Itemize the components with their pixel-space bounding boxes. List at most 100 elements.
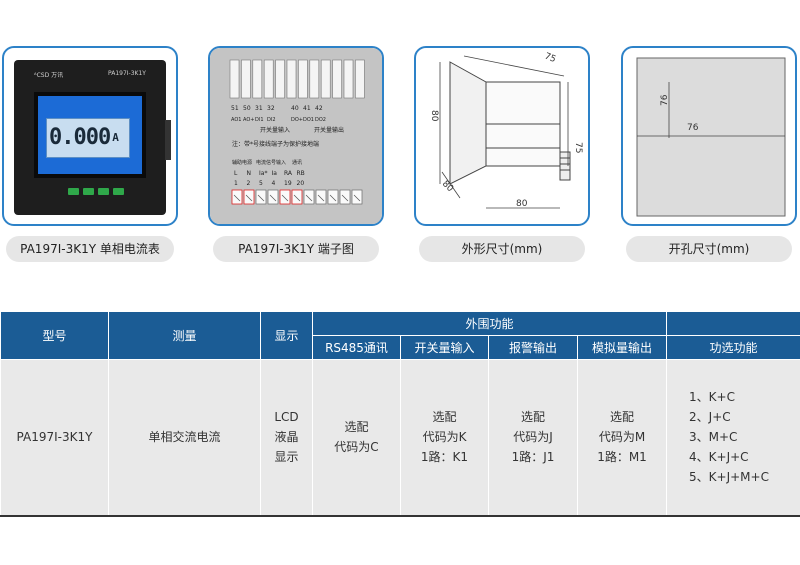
bottom-terminal-number: 19 [284, 180, 292, 187]
top-terminal-number: 42 [315, 105, 323, 112]
top-terminal-signal: DO+ [291, 117, 303, 123]
top-terminal-slot [343, 59, 354, 99]
top-terminal-slot [320, 59, 331, 99]
top-terminal-number: 40 [291, 105, 299, 112]
cell-analog-output: 选配 代码为M 1路：M1 [576, 359, 668, 517]
cell-display-line: LCD [274, 410, 299, 425]
cutout-drawing: 76 76 [636, 57, 786, 217]
spec-table: 型号 测量 显示 外围功能 RS485通讯 开关量输入 报警输出 模拟量输出 功… [0, 311, 800, 517]
screw-terminal [339, 189, 351, 205]
bottom-terminal-signal: L [234, 170, 238, 177]
header-model: 型号 [0, 311, 109, 360]
cell-optional-line: 5、K+J+M+C [689, 470, 769, 485]
header-alarm-output: 报警输出 [488, 335, 578, 360]
screw-terminal [303, 189, 315, 205]
top-terminal-signal: DI1 [255, 117, 264, 123]
screw-slot [245, 194, 253, 202]
top-terminal-slot [252, 59, 263, 99]
screw-terminal [255, 189, 267, 205]
cell-alarm-output-line: 代码为J [513, 430, 553, 445]
bottom-terminal-number: 1 [234, 180, 238, 187]
cell-alarm-output: 选配 代码为J 1路：J1 [488, 359, 578, 517]
meter-button [113, 188, 124, 195]
top-terminal-slot [355, 59, 365, 99]
cutout-width-label: 76 [687, 123, 699, 133]
terminal-diagram-caption: PA197I-3K1Y 端子图 [213, 236, 379, 262]
top-terminal-slot [286, 59, 297, 99]
header-rs485: RS485通讯 [312, 335, 401, 360]
cell-analog-output-line: 1路：M1 [597, 450, 647, 465]
cutout-height-label: 76 [660, 94, 670, 106]
cell-display-line: 显示 [274, 450, 299, 465]
bottom-terminal-signals: L N Ia* Ia RA RB [234, 170, 305, 177]
cell-switch-input-line: 选配 [432, 410, 457, 425]
lcd-value: 0.000 [49, 125, 111, 150]
cell-display-line: 液晶 [274, 430, 299, 445]
header-measure: 测量 [108, 311, 261, 360]
cell-model: PA197I-3K1Y [0, 359, 109, 517]
cell-analog-output-line: 代码为M [598, 430, 646, 445]
cell-optional-line: 4、K+J+C [689, 450, 749, 465]
top-terminal-signal: DI2 [267, 117, 276, 123]
top-terminal-signal: AO+ [243, 117, 254, 123]
screw-slot [257, 194, 265, 202]
bottom-group-label: 电流信号输入 [256, 159, 286, 166]
bottom-terminal-number: 20 [297, 180, 305, 187]
cell-alarm-output-line: 选配 [520, 410, 545, 425]
top-terminal-slot [332, 59, 342, 99]
bottom-terminal-number: 4 [272, 180, 276, 187]
top-terminal-number: 50 [243, 105, 251, 112]
meter-button [98, 188, 109, 195]
outline-dimensions-caption: 外形尺寸(mm) [419, 236, 585, 262]
cutout-dimensions-caption: 开孔尺寸(mm) [626, 236, 792, 262]
cell-rs485-line: 选配 [344, 420, 369, 435]
meter-buttons [68, 188, 124, 195]
screw-slot [233, 194, 241, 202]
cell-optional-line: 2、J+C [689, 410, 731, 425]
bottom-terminal-signal: Ia [272, 170, 278, 177]
meter-photo-caption: PA197I-3K1Y 单相电流表 [6, 236, 174, 262]
meter-brand-logo: ᴬCSD 万讯 [34, 72, 64, 79]
cell-rs485-line: 代码为C [334, 440, 379, 455]
outline-height-label: 80 [429, 110, 439, 122]
meter-button [83, 188, 94, 195]
screw-terminal [291, 189, 303, 205]
cell-analog-output-line: 选配 [610, 410, 635, 425]
screw-terminal [243, 189, 255, 205]
outline-depth-top-label: 75 [543, 52, 557, 66]
bottom-terminal-number: 2 [247, 180, 251, 187]
bottom-group-labels: 辅助电源电流信号输入通讯 [232, 159, 302, 166]
top-terminal-slot [275, 59, 285, 99]
top-terminal-signal: DO1 [303, 117, 314, 123]
bottom-terminal-signal: Ia* [259, 170, 267, 177]
outline-drawing: 80 75 75 80 80 [429, 52, 583, 209]
screw-terminal [327, 189, 339, 205]
bottom-terminal-signal: RB [297, 170, 305, 177]
lcd-unit: A [112, 131, 119, 144]
cell-optional-line: 3、M+C [689, 430, 738, 445]
bottom-terminal-signal: RA [284, 170, 293, 177]
top-terminal-slot [241, 59, 251, 99]
screw-terminal [267, 189, 279, 205]
top-terminal-slot [229, 59, 240, 99]
cell-rs485: 选配 代码为C [312, 359, 401, 517]
cell-alarm-output-line: 1路：J1 [511, 450, 555, 465]
cell-measure: 单相交流电流 [108, 359, 261, 517]
terminal-note: 注：带*号接线端子为保护接地端 [232, 140, 319, 148]
header-peripheral: 外围功能 [311, 311, 668, 336]
cell-optional: 1、K+C 2、J+C 3、M+C 4、K+J+C 5、K+J+M+C [666, 359, 800, 517]
bottom-terminal-signal: N [247, 170, 252, 177]
meter-side-clip [165, 120, 171, 160]
screw-slot [353, 194, 361, 202]
screw-slot [329, 194, 337, 202]
screw-terminal [351, 189, 363, 205]
switch-output-group-label: 开关量输出 [314, 126, 344, 134]
